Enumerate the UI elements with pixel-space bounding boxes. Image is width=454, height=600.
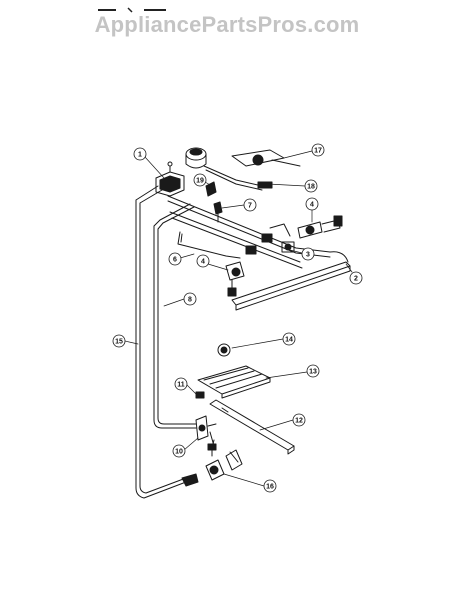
safety-valve-16 <box>205 439 243 481</box>
fitting-7 <box>213 201 223 223</box>
callout-1: 1 <box>133 147 147 161</box>
callout-4-left: 4 <box>196 254 210 268</box>
svg-text:10: 10 <box>175 449 183 456</box>
callout-19: 19 <box>193 173 207 187</box>
oven-burner-12 <box>209 399 295 455</box>
svg-text:16: 16 <box>266 484 274 491</box>
svg-text:7: 7 <box>248 203 252 210</box>
svg-text:8: 8 <box>188 297 192 304</box>
callout-15: 15 <box>112 334 126 348</box>
part-11 <box>195 391 205 399</box>
gas-tube-8 <box>153 203 197 429</box>
callout-2: 2 <box>349 271 363 285</box>
callouts: 1 17 19 18 7 4 6 4 3 2 8 14 15 13 11 12 … <box>112 143 363 493</box>
svg-text:4: 4 <box>201 259 205 266</box>
valve-assembly-1 <box>155 161 185 197</box>
svg-text:2: 2 <box>354 276 358 283</box>
orifice-3 <box>245 223 295 255</box>
callout-16: 16 <box>263 479 277 493</box>
bracket-10 <box>195 415 217 447</box>
svg-text:1: 1 <box>138 152 142 159</box>
callout-10: 10 <box>172 444 186 458</box>
watermark-text: AppliancePartsPros.com <box>94 12 360 37</box>
callout-17: 17 <box>311 143 325 157</box>
callout-7: 7 <box>243 198 257 212</box>
baffle-13 <box>197 365 271 399</box>
callout-18: 18 <box>304 179 318 193</box>
svg-text:18: 18 <box>307 184 315 191</box>
callout-8: 8 <box>183 292 197 306</box>
svg-text:15: 15 <box>115 339 123 346</box>
svg-text:12: 12 <box>295 418 303 425</box>
lead-6 <box>177 231 241 259</box>
callout-6: 6 <box>168 252 182 266</box>
svg-text:14: 14 <box>285 337 293 344</box>
svg-text:19: 19 <box>196 178 204 185</box>
gas-tube-15 <box>135 185 199 499</box>
callout-13: 13 <box>306 364 320 378</box>
clip-19 <box>205 181 217 197</box>
svg-text:4: 4 <box>310 202 314 209</box>
cap-14 <box>217 343 231 357</box>
svg-text:17: 17 <box>314 148 322 155</box>
callout-4-right: 4 <box>305 197 319 211</box>
leader-lines <box>124 150 353 487</box>
top-cropped-marks <box>94 0 214 13</box>
svg-text:13: 13 <box>309 369 317 376</box>
valve-4-left <box>225 261 245 297</box>
valve-4-right <box>297 215 343 239</box>
callout-12: 12 <box>292 413 306 427</box>
callout-3: 3 <box>301 247 315 261</box>
manifold-pipe <box>167 195 331 269</box>
callout-11: 11 <box>174 377 188 391</box>
svg-text:3: 3 <box>306 252 310 259</box>
bracket-rail-2 <box>231 251 351 311</box>
svg-text:11: 11 <box>177 382 185 389</box>
callout-14: 14 <box>282 332 296 346</box>
svg-text:6: 6 <box>173 257 177 264</box>
